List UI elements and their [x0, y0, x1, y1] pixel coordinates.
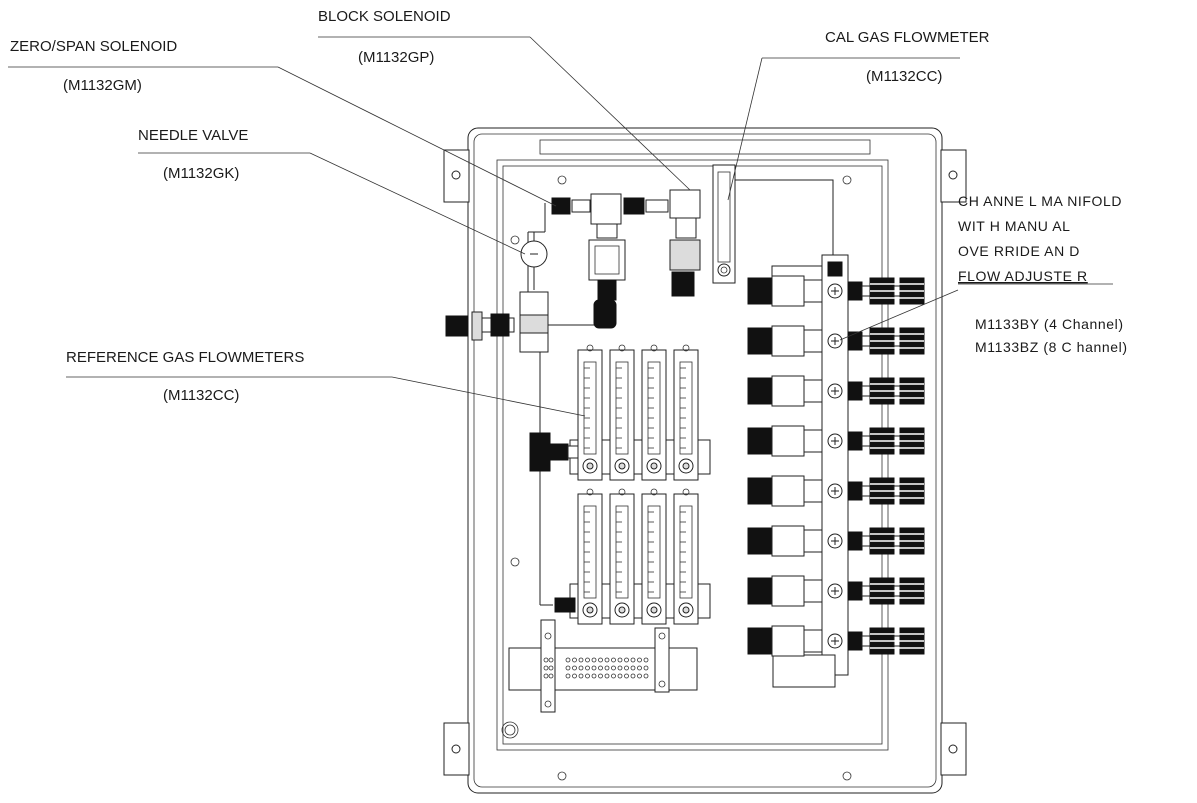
label-manifold-part-4ch: M1133BY (4 Channel)	[975, 316, 1124, 332]
zero-span-solenoid	[551, 193, 645, 329]
label-reference-gas-flowmeters-part: (M1132CC)	[163, 387, 239, 404]
channel-manifold	[747, 254, 925, 688]
label-channel-manifold-line2: WIT H MANU AL	[958, 218, 1071, 234]
text-labels: BLOCK SOLENOID (M1132GP) ZERO/SPAN SOLEN…	[10, 8, 1128, 404]
mounting-tab-top-right	[940, 149, 967, 203]
block-solenoid	[645, 189, 701, 297]
enclosure	[443, 127, 967, 794]
label-cal-gas-flowmeter: CAL GAS FLOWMETER	[825, 29, 990, 46]
label-cal-gas-flowmeter-part: (M1132CC)	[866, 68, 942, 85]
label-channel-manifold-line3: OVE RRIDE AN D	[958, 243, 1080, 259]
mounting-tab-top-left	[443, 149, 470, 203]
label-reference-gas-flowmeters: REFERENCE GAS FLOWMETERS	[66, 349, 304, 366]
manifold-channel	[747, 425, 925, 457]
manifold-channel	[747, 625, 925, 657]
label-channel-manifold-line1: CH ANNE L MA NIFOLD	[958, 193, 1122, 209]
label-needle-valve: NEEDLE VALVE	[138, 127, 248, 144]
label-manifold-part-8ch: M1133BZ (8 C hannel)	[975, 339, 1128, 355]
label-block-solenoid: BLOCK SOLENOID	[318, 8, 451, 25]
leader-lines	[8, 36, 960, 417]
label-needle-valve-part: (M1132GK)	[163, 165, 239, 182]
reference-flowmeter	[609, 344, 635, 481]
reference-flowmeter	[673, 344, 699, 481]
manifold-channel	[747, 375, 925, 407]
mounting-tab-bottom-right	[940, 722, 967, 776]
manifold-channel	[747, 575, 925, 607]
label-zero-span-solenoid-part: (M1132GM)	[63, 77, 142, 94]
inlet-tee	[445, 291, 549, 353]
reference-flowmeter-bank	[569, 488, 711, 625]
label-channel-manifold-line4: FLOW ADJUSTE R	[958, 268, 1088, 284]
needle-valve	[520, 232, 548, 290]
reference-flowmeter	[609, 488, 635, 625]
reference-flowmeter-banks	[569, 344, 711, 625]
reference-flowmeter-bank	[569, 344, 711, 481]
reference-flowmeter	[641, 344, 667, 481]
reference-flowmeter	[641, 488, 667, 625]
cal-gas-flowmeter	[712, 164, 736, 284]
mounting-tab-bottom-left	[443, 722, 470, 776]
reference-flowmeter	[673, 488, 699, 625]
manifold-channel	[747, 275, 925, 307]
manifold-channel	[747, 525, 925, 557]
manifold-channel	[747, 475, 925, 507]
manifold-channel	[747, 325, 925, 357]
reference-tee	[529, 432, 579, 613]
label-block-solenoid-part: (M1132GP)	[358, 49, 434, 66]
reference-flowmeter	[577, 488, 603, 625]
terminal-strip	[508, 619, 698, 713]
label-zero-span-solenoid: ZERO/SPAN SOLENOID	[10, 38, 177, 55]
reference-flowmeter	[577, 344, 603, 481]
